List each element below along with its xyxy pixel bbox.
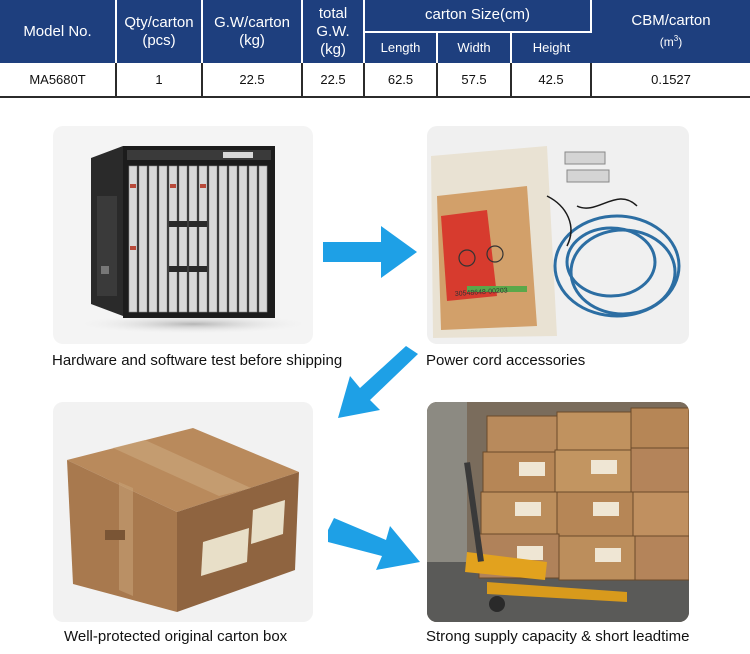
cell-width: 57.5 (437, 63, 512, 98)
table-row: MA5680T 1 22.5 22.5 62.5 57.5 42.5 0.152… (0, 63, 750, 98)
header-gw: G.W/carton(kg) (202, 0, 303, 64)
olt-chassis-illustration (73, 146, 313, 334)
olt-chassis-image (53, 126, 313, 344)
carton-box-illustration (67, 428, 299, 612)
cell-total-gw: 22.5 (302, 63, 365, 98)
bag-label: 30548648-00203 (455, 287, 508, 298)
arrow-down-left-icon (338, 346, 418, 418)
cell-gw: 22.5 (202, 63, 303, 98)
spec-table: Model No. Qty/carton(pcs) G.W/carton(kg)… (0, 0, 750, 98)
caption-accessories: Power cord accessories (426, 352, 586, 369)
cell-qty: 1 (116, 63, 203, 98)
header-cbm: CBM/carton(m3) (591, 0, 750, 64)
caption-warehouse: Strong supply capacity & short leadtime (426, 628, 690, 645)
header-model: Model No. (0, 0, 117, 64)
header-width: Width (437, 30, 512, 64)
cell-cbm: 0.1527 (591, 63, 750, 98)
carton-box-image (53, 402, 313, 622)
arrow-right-icon (323, 226, 417, 278)
accessories-illustration: 30548648-00203 (431, 146, 681, 338)
cell-height: 42.5 (511, 63, 593, 98)
header-carton-size: carton Size(cm) (364, 0, 593, 32)
header-length: Length (364, 30, 438, 64)
header-height: Height (511, 30, 592, 64)
cell-model: MA5680T (0, 63, 117, 98)
cell-length: 62.5 (364, 63, 438, 98)
warehouse-illustration (427, 402, 689, 622)
power-cord-accessories-image: 30548648-00203 (427, 126, 689, 344)
header-qty: Qty/carton(pcs) (116, 0, 203, 64)
warehouse-stock-image (427, 402, 689, 622)
arrow-down-right-icon (328, 518, 420, 570)
cbm-unit: (m3) (659, 34, 683, 50)
caption-olt: Hardware and software test before shippi… (52, 352, 343, 369)
caption-carton: Well-protected original carton box (64, 628, 288, 645)
